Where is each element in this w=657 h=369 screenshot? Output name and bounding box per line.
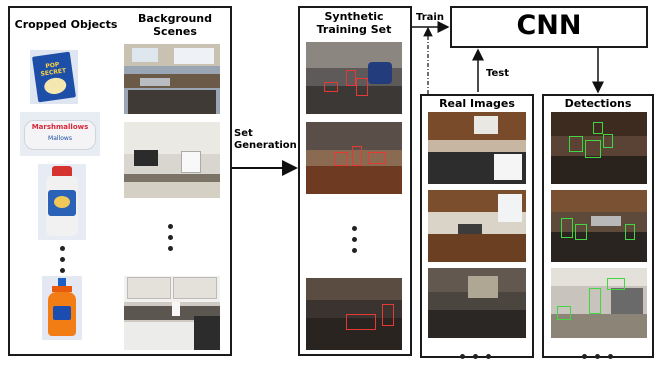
- background-scene-kitchen-1: [124, 44, 220, 114]
- detection-box: [593, 122, 603, 134]
- set-generation-label: Set Generation: [234, 128, 297, 151]
- detection-box: [569, 136, 583, 152]
- diagram-arrows: [232, 21, 604, 176]
- synthetic-training-set-title: Synthetic Training Set: [316, 10, 392, 36]
- cnn-box: [450, 6, 648, 48]
- detection-image-1: [551, 112, 647, 184]
- real-images-title: Real Images: [439, 97, 515, 110]
- synthetic-set-continuation-dots: [352, 226, 358, 259]
- synthetic-image-1: [306, 42, 402, 114]
- real-image-2: [428, 190, 526, 262]
- background-scenes-title: Background Scenes: [137, 12, 213, 38]
- synthetic-object-box: [352, 146, 362, 166]
- marshmallow-brand-text: Marshmallows: [31, 123, 89, 131]
- creamer-bottle-image: [38, 164, 86, 240]
- synthetic-object-box: [382, 304, 394, 326]
- test-label: Test: [486, 68, 510, 79]
- detection-box: [575, 224, 587, 240]
- synthetic-image-3: [306, 278, 402, 350]
- detection-box: [603, 134, 613, 148]
- cropped-objects-title: Cropped Objects: [14, 18, 118, 31]
- background-scenes-continuation-dots: [168, 224, 174, 257]
- real-images-continuation-dots: [460, 350, 500, 369]
- real-image-1: [428, 112, 526, 184]
- synthetic-object-box: [346, 314, 376, 330]
- detections-title: Detections: [564, 97, 632, 110]
- detection-box: [561, 218, 573, 238]
- detection-image-3: [551, 268, 647, 338]
- synthetic-object-box: [346, 70, 356, 86]
- marshmallow-bag-image: Marshmallows Mallows: [20, 112, 100, 156]
- cnn-label: CNN: [516, 10, 582, 41]
- detection-image-2: [551, 190, 647, 262]
- detection-box: [589, 288, 601, 314]
- train-label: Train: [416, 12, 444, 23]
- synthetic-object-box: [324, 82, 338, 92]
- popcorn-box-image: POP SECRET: [30, 50, 78, 104]
- detection-box: [625, 224, 635, 240]
- dish-soap-bottle-image: [42, 276, 82, 340]
- synthetic-image-2: [306, 122, 402, 194]
- marshmallow-sub-text: Mallows: [48, 135, 72, 142]
- detection-box: [607, 278, 625, 290]
- real-image-3: [428, 268, 526, 338]
- detection-box: [557, 306, 571, 320]
- detections-continuation-dots: [582, 350, 622, 369]
- synthetic-object-box: [368, 152, 386, 164]
- background-scene-kitchen-2: [124, 122, 220, 198]
- detection-box: [585, 140, 601, 158]
- cropped-objects-continuation-dots: [60, 246, 66, 279]
- synthetic-object-box: [356, 78, 368, 96]
- background-scene-kitchen-3: [124, 276, 220, 350]
- synthetic-object-box: [334, 152, 348, 166]
